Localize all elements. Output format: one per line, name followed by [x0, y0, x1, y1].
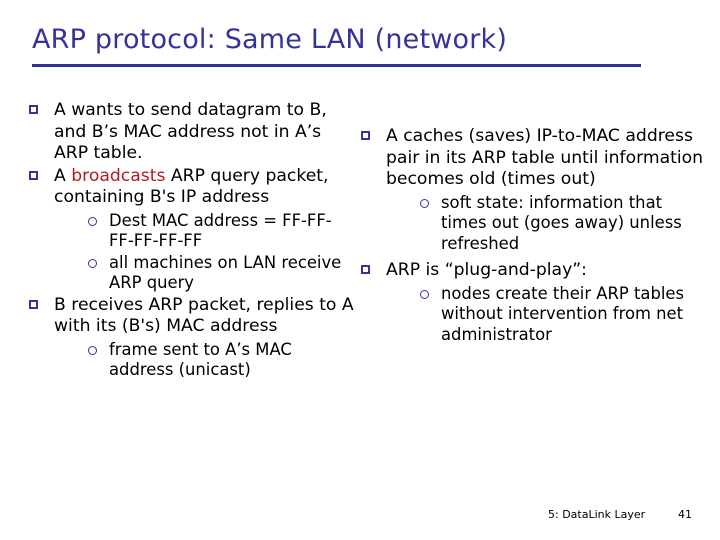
page-title: ARP protocol: Same LAN (network) [32, 24, 508, 55]
sub-bullet-list: Dest MAC address = FF-FF-FF-FF-FF-FF all… [84, 211, 356, 294]
sub-bullet-text: Dest MAC address = FF-FF-FF-FF-FF-FF [109, 210, 332, 251]
list-item: Dest MAC address = FF-FF-FF-FF-FF-FF [84, 211, 356, 252]
sub-bullet-text: all machines on LAN receive ARP query [109, 252, 342, 293]
list-item: ARP is “plug-and-play”: nodes create the… [358, 260, 708, 345]
circle-bullet-icon [88, 216, 97, 226]
circle-bullet-icon [420, 198, 429, 208]
sub-bullet-text: soft state: information that times out (… [441, 192, 682, 253]
circle-bullet-icon [88, 345, 97, 355]
sub-bullet-list: frame sent to A’s MAC address (unicast) [84, 340, 356, 381]
left-bullet-list: A wants to send datagram to B, and B’s M… [26, 100, 356, 381]
list-item: nodes create their ARP tables without in… [416, 284, 708, 346]
sub-bullet-text: nodes create their ARP tables without in… [441, 283, 685, 344]
list-item: frame sent to A’s MAC address (unicast) [84, 340, 356, 381]
list-item: soft state: information that times out (… [416, 193, 708, 255]
circle-bullet-icon [88, 258, 97, 268]
square-bullet-icon [29, 299, 38, 309]
list-item: B receives ARP packet, replies to A with… [26, 295, 356, 381]
square-bullet-icon [361, 265, 370, 275]
bullet-text-highlight: broadcasts [71, 165, 166, 186]
bullet-text-before: A [54, 165, 72, 186]
list-item: A wants to send datagram to B, and B’s M… [26, 100, 356, 165]
bullet-text: ARP is “plug-and-play”: [386, 260, 587, 281]
left-content-column: A wants to send datagram to B, and B’s M… [26, 100, 356, 382]
list-item: all machines on LAN receive ARP query [84, 253, 356, 294]
bullet-text-after: ARP query packet, containing B's IP addr… [54, 165, 329, 208]
sub-bullet-list: soft state: information that times out (… [416, 193, 708, 255]
bullet-text: A wants to send datagram to B, and B’s M… [54, 100, 327, 163]
footer-chapter-label: 5: DataLink Layer [548, 508, 646, 521]
bullet-text: B receives ARP packet, replies to A with… [54, 294, 354, 337]
list-item: A broadcasts ARP query packet, containin… [26, 166, 356, 294]
footer-page-number: 41 [678, 508, 692, 521]
sub-bullet-list: nodes create their ARP tables without in… [416, 284, 708, 346]
square-bullet-icon [29, 105, 38, 114]
square-bullet-icon [29, 170, 38, 180]
title-underline [32, 64, 641, 67]
list-item: A caches (saves) IP-to-MAC address pair … [358, 126, 708, 254]
right-bullet-list: A caches (saves) IP-to-MAC address pair … [358, 126, 708, 346]
right-content-column: A caches (saves) IP-to-MAC address pair … [358, 126, 708, 347]
circle-bullet-icon [420, 289, 429, 299]
sub-bullet-text: frame sent to A’s MAC address (unicast) [109, 339, 292, 380]
bullet-text: A caches (saves) IP-to-MAC address pair … [386, 126, 704, 189]
square-bullet-icon [361, 131, 370, 140]
